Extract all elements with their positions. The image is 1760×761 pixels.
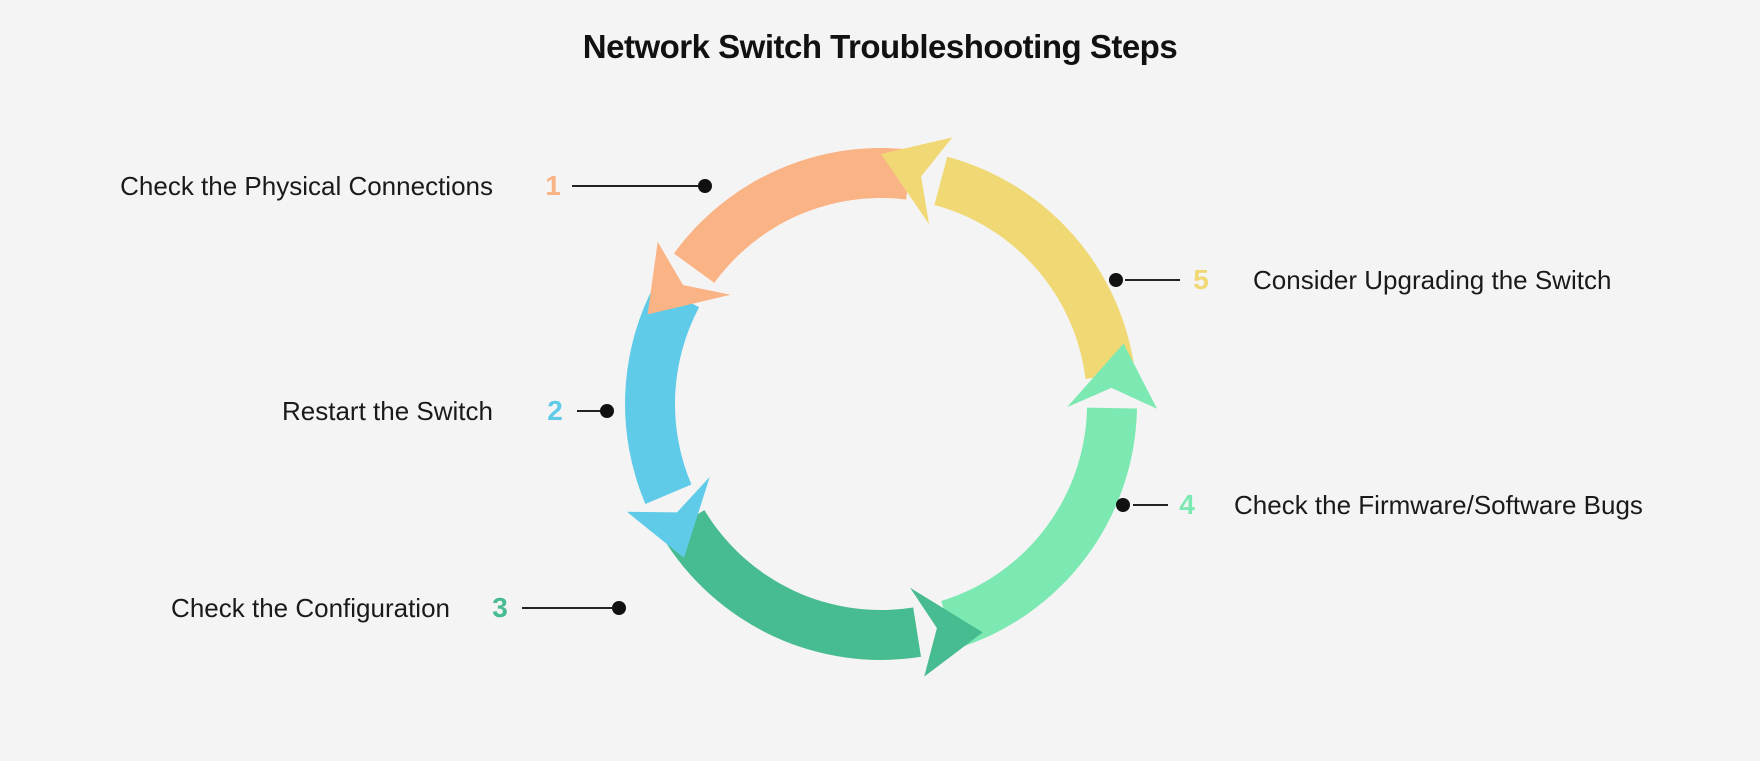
cycle-arrowhead-step-1 [647, 241, 731, 315]
step-1-row: Check the Physical Connections 1 [0, 166, 1760, 206]
step-4-connector-line [1133, 504, 1168, 506]
step-1-number: 1 [545, 170, 561, 201]
step-4-number: 4 [1179, 489, 1195, 520]
cycle-band-step-1 [673, 147, 913, 283]
cycle-arrowhead-step-4 [1067, 343, 1157, 409]
step-2-label: Restart the Switch [282, 396, 493, 426]
cycle-arrowhead-step-3 [910, 587, 983, 677]
cycle-arrowhead-step-5 [881, 137, 953, 225]
step-2-row: Restart the Switch 2 [0, 391, 1760, 431]
cycle-band-step-2 [625, 283, 700, 504]
step-4-connector-dot [1116, 498, 1130, 512]
step-2-connector-line [577, 410, 600, 412]
step-3-connector-line [522, 607, 612, 609]
step-3-label: Check the Configuration [171, 593, 450, 623]
cycle-band-step-5 [934, 156, 1136, 379]
step-1-label: Check the Physical Connections [120, 171, 493, 201]
step-1-connector-dot [698, 179, 712, 193]
cycle-arrowhead-step-2 [626, 476, 710, 558]
step-3-row: Check the Configuration 3 [0, 588, 1760, 628]
step-5-row: 5 Consider Upgrading the Switch [0, 260, 1760, 300]
diagram-title: Network Switch Troubleshooting Steps [582, 28, 1178, 65]
step-3-connector-dot [612, 601, 626, 615]
cycle-band-step-4 [941, 407, 1137, 649]
step-5-label: Consider Upgrading the Switch [1253, 265, 1612, 295]
step-4-row: 4 Check the Firmware/Software Bugs [0, 485, 1760, 525]
step-5-number: 5 [1193, 264, 1209, 295]
cycle-band-step-3 [661, 510, 921, 660]
step-3-number: 3 [492, 592, 508, 623]
step-4-label: Check the Firmware/Software Bugs [1234, 490, 1643, 520]
step-2-number: 2 [547, 395, 563, 426]
step-1-connector-line [572, 185, 698, 187]
step-5-connector-line [1125, 279, 1180, 281]
step-2-connector-dot [600, 404, 614, 418]
step-5-connector-dot [1109, 273, 1123, 287]
